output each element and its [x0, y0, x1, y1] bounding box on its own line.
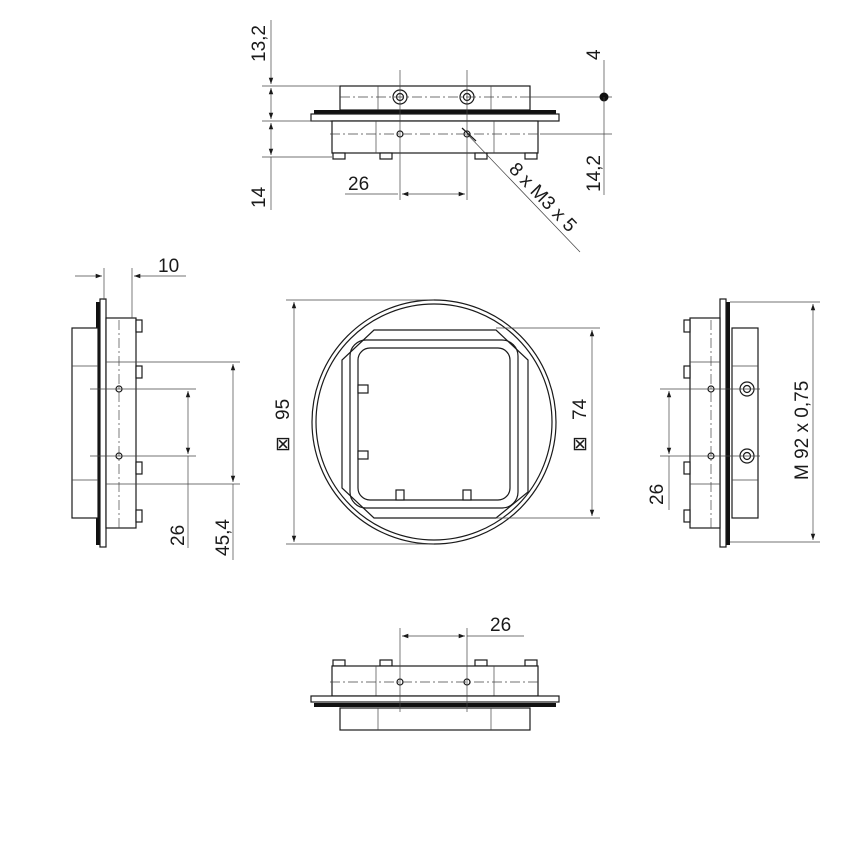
square-symbol-95: ⊠: [273, 436, 294, 452]
front-view: [286, 299, 600, 545]
right-view: [660, 298, 820, 548]
dim-bottom-spacing: 26: [490, 615, 511, 636]
dim-thread-spec: 8 x M3 x 5: [504, 159, 580, 237]
dim-right-spacing: 26: [647, 484, 668, 505]
dim-front-outer: 95: [273, 399, 294, 420]
dim-top-offset: 4: [584, 49, 605, 60]
dim-left-thickness: 10: [158, 256, 179, 277]
dim-top-height-lower: 14,2: [584, 155, 605, 192]
dim-right-thread: M 92 x 0,75: [792, 381, 813, 480]
left-view: [71, 268, 240, 560]
bottom-view: [310, 628, 560, 731]
dim-left-height: 45,4: [213, 519, 234, 556]
dim-top-height-upper: 13,2: [249, 25, 270, 62]
dim-top-flange: 14: [249, 186, 270, 208]
square-symbol-74: ⊠: [570, 436, 591, 452]
dim-left-spacing: 26: [168, 525, 189, 546]
top-view: [262, 20, 612, 253]
dim-top-spacing: 26: [348, 174, 369, 195]
dim-front-inner: 74: [570, 398, 591, 420]
